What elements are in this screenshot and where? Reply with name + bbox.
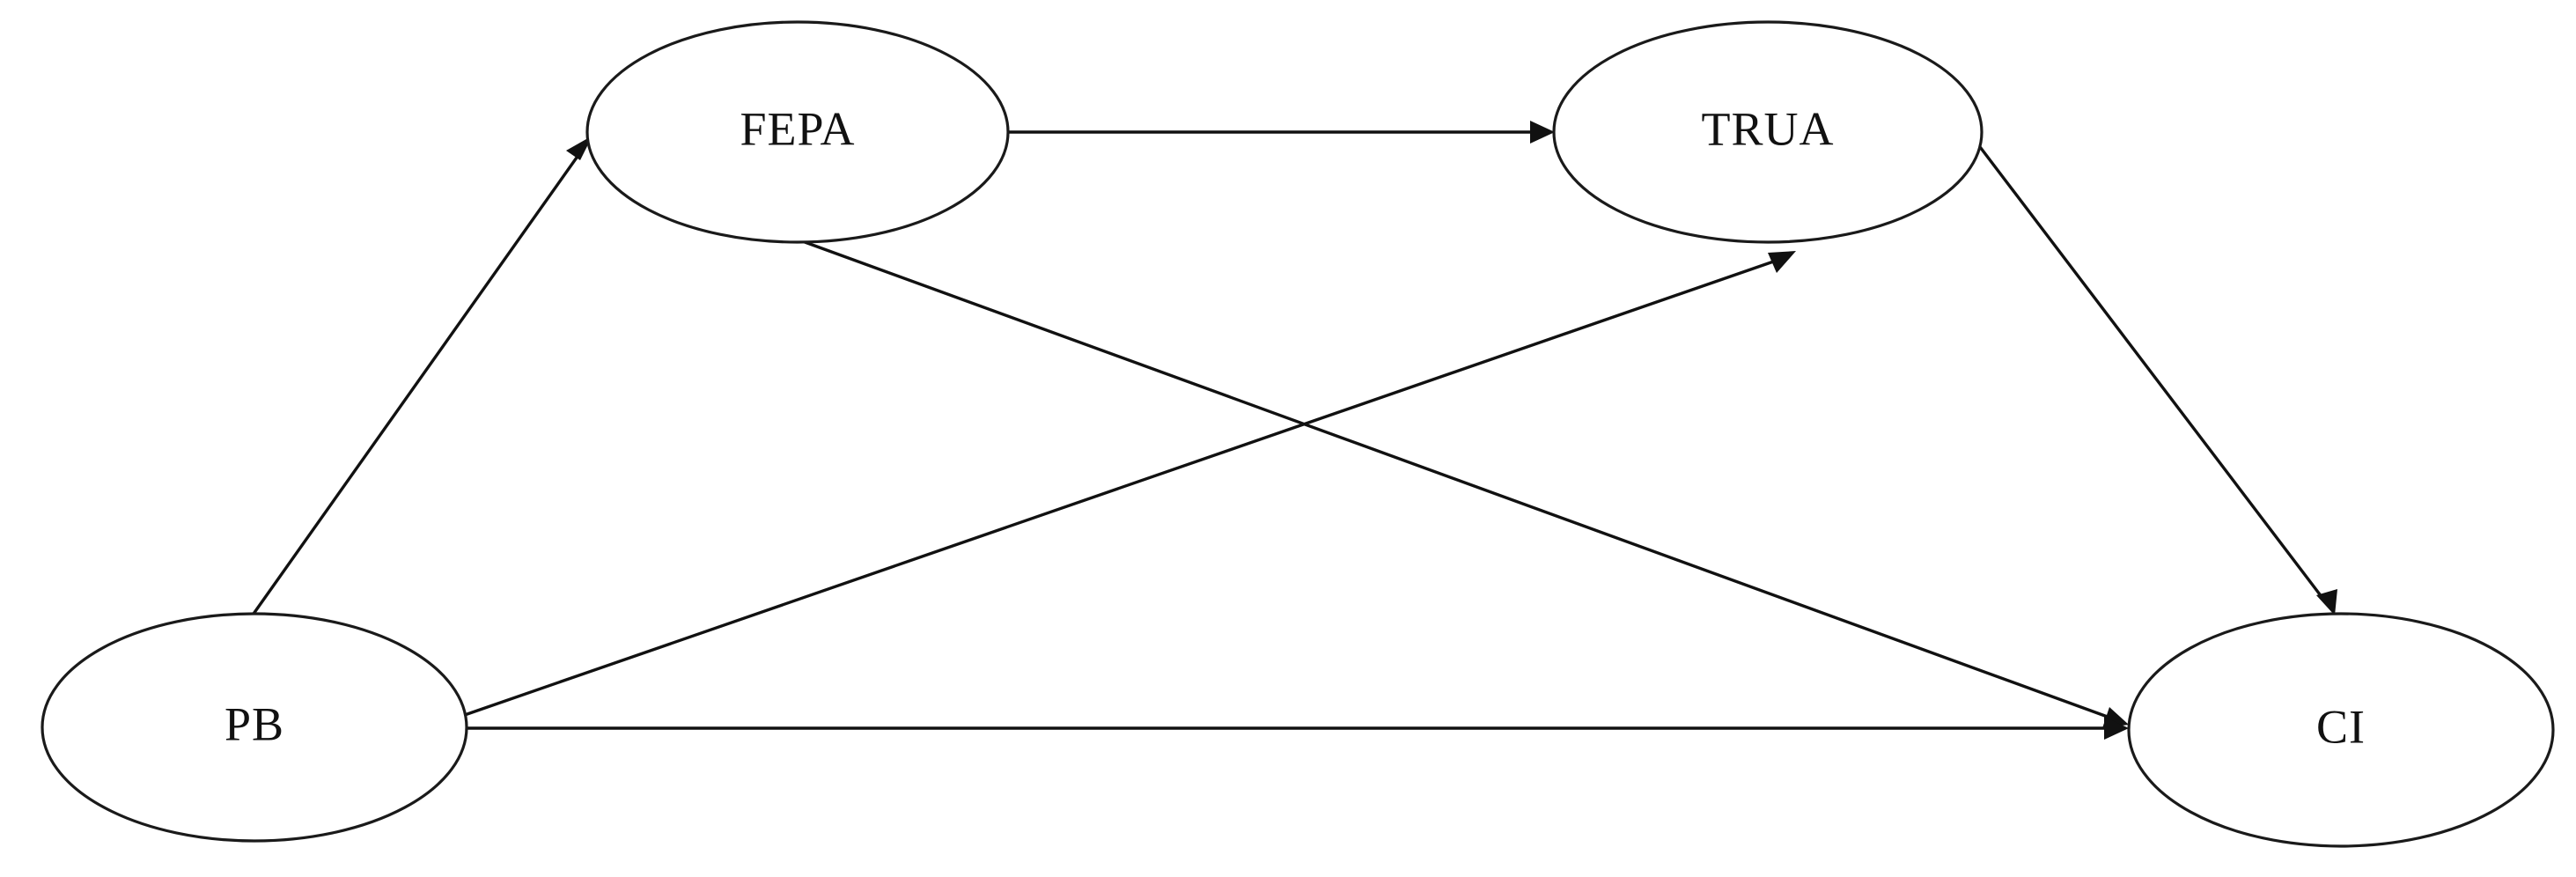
node-ci[interactable]: CI [2127, 612, 2555, 848]
node-trua[interactable]: TRUA [1552, 20, 1984, 244]
edge-line-pb-fepa [252, 142, 589, 615]
node-trua-label: TRUA [1702, 102, 1835, 155]
edge-fepa-to-ci[interactable] [797, 238, 2129, 728]
node-ci-ellipse [2127, 612, 2555, 848]
edge-pb-to-trua[interactable] [459, 251, 1796, 719]
edge-line-trua-ci [1970, 135, 2327, 603]
edge-fepa-to-trua[interactable] [1008, 121, 1555, 144]
node-pb[interactable]: PB [40, 612, 468, 843]
arrow-head-trua-ci [2316, 589, 2337, 615]
arrow-head-fepa-trua [1530, 121, 1555, 144]
arrow-head-pb-fepa [566, 136, 592, 160]
node-fepa-label: FEPA [740, 102, 855, 155]
arrow-head-pb-ci [2104, 717, 2129, 740]
edge-pb-to-fepa[interactable] [252, 136, 592, 615]
node-ci-label: CI [2316, 700, 2366, 753]
arrow-head-pb-trua [1768, 251, 1796, 273]
edge-line-fepa-ci [797, 238, 2116, 721]
node-trua-ellipse [1552, 20, 1984, 244]
node-fepa-ellipse [585, 20, 1010, 244]
edge-pb-to-ci[interactable] [460, 717, 2129, 740]
edge-line-pb-trua [459, 256, 1785, 719]
node-pb-label: PB [224, 697, 284, 750]
edge-trua-to-ci[interactable] [1970, 135, 2337, 615]
node-pb-ellipse [40, 612, 468, 843]
node-fepa[interactable]: FEPA [585, 20, 1010, 244]
